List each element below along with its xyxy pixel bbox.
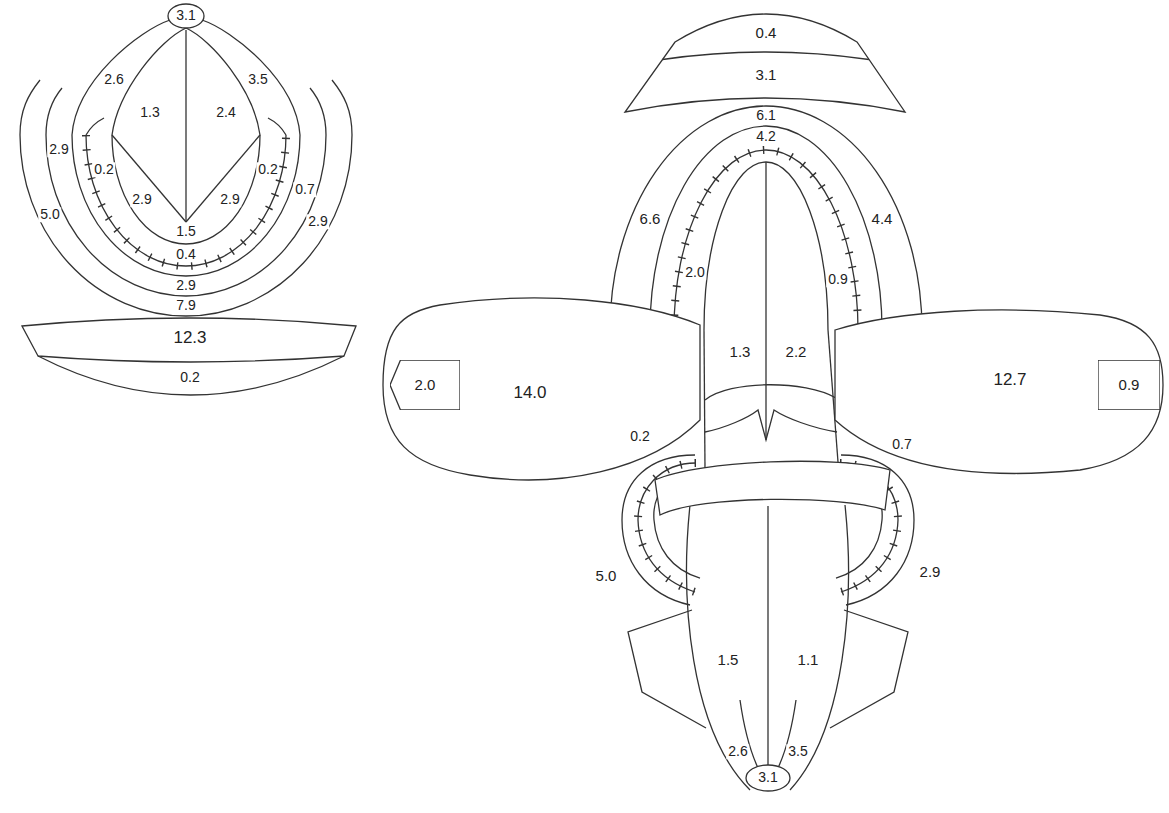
region-value: 2.9: [918, 564, 943, 581]
region-value: 3.5: [786, 744, 809, 759]
region-value: 2.2: [784, 344, 809, 361]
region-value: 2.9: [47, 142, 70, 157]
region-value: 1.5: [174, 224, 197, 239]
box-shape: [1098, 360, 1160, 410]
region-value: 0.2: [92, 162, 115, 177]
region-value: 14.0: [511, 384, 548, 403]
region-value: 2.4: [214, 105, 237, 120]
region-value: 0.2: [628, 429, 651, 444]
right-figure: [383, 14, 1163, 791]
region-value: 0.4: [174, 247, 197, 262]
region-value: 7.9: [174, 298, 197, 313]
region-value: 2.9: [218, 192, 241, 207]
region-value: 2.0: [683, 265, 706, 280]
region-value: 0.7: [293, 182, 316, 197]
region-value: 1.5: [716, 652, 741, 669]
region-value: 2.6: [726, 744, 749, 759]
region-value: 12.3: [171, 329, 208, 348]
region-value: 2.6: [102, 72, 125, 87]
left-figure: [20, 4, 356, 395]
region-value: 0.2: [178, 370, 201, 385]
region-value: 12.7: [991, 371, 1028, 390]
region-value: 2.9: [306, 214, 329, 229]
box-value: 2.0: [415, 377, 436, 394]
region-value: 0.7: [890, 437, 913, 452]
region-value: 5.0: [38, 207, 61, 222]
region-value: 6.6: [638, 211, 663, 228]
region-value: 2.9: [130, 192, 153, 207]
box-value: 0.9: [1119, 377, 1140, 394]
region-value: 6.1: [754, 108, 777, 123]
region-value: 3.5: [246, 72, 269, 87]
region-value: 0.9: [826, 272, 849, 287]
region-value: 5.0: [594, 568, 619, 585]
value-box: 0.9: [1098, 360, 1160, 410]
box-shape: [390, 360, 460, 410]
region-value: 3.1: [756, 770, 779, 785]
region-value: 4.2: [754, 129, 777, 144]
region-value: 0.4: [754, 25, 779, 42]
region-value: 1.1: [796, 652, 821, 669]
region-value: 4.4: [870, 211, 895, 228]
region-value: 1.3: [138, 105, 161, 120]
region-value: 0.2: [256, 162, 279, 177]
value-box: 2.0: [390, 360, 460, 410]
region-value: 1.3: [728, 344, 753, 361]
region-value: 3.1: [754, 67, 779, 84]
region-value: 2.9: [174, 278, 197, 293]
region-value: 3.1: [174, 8, 197, 23]
